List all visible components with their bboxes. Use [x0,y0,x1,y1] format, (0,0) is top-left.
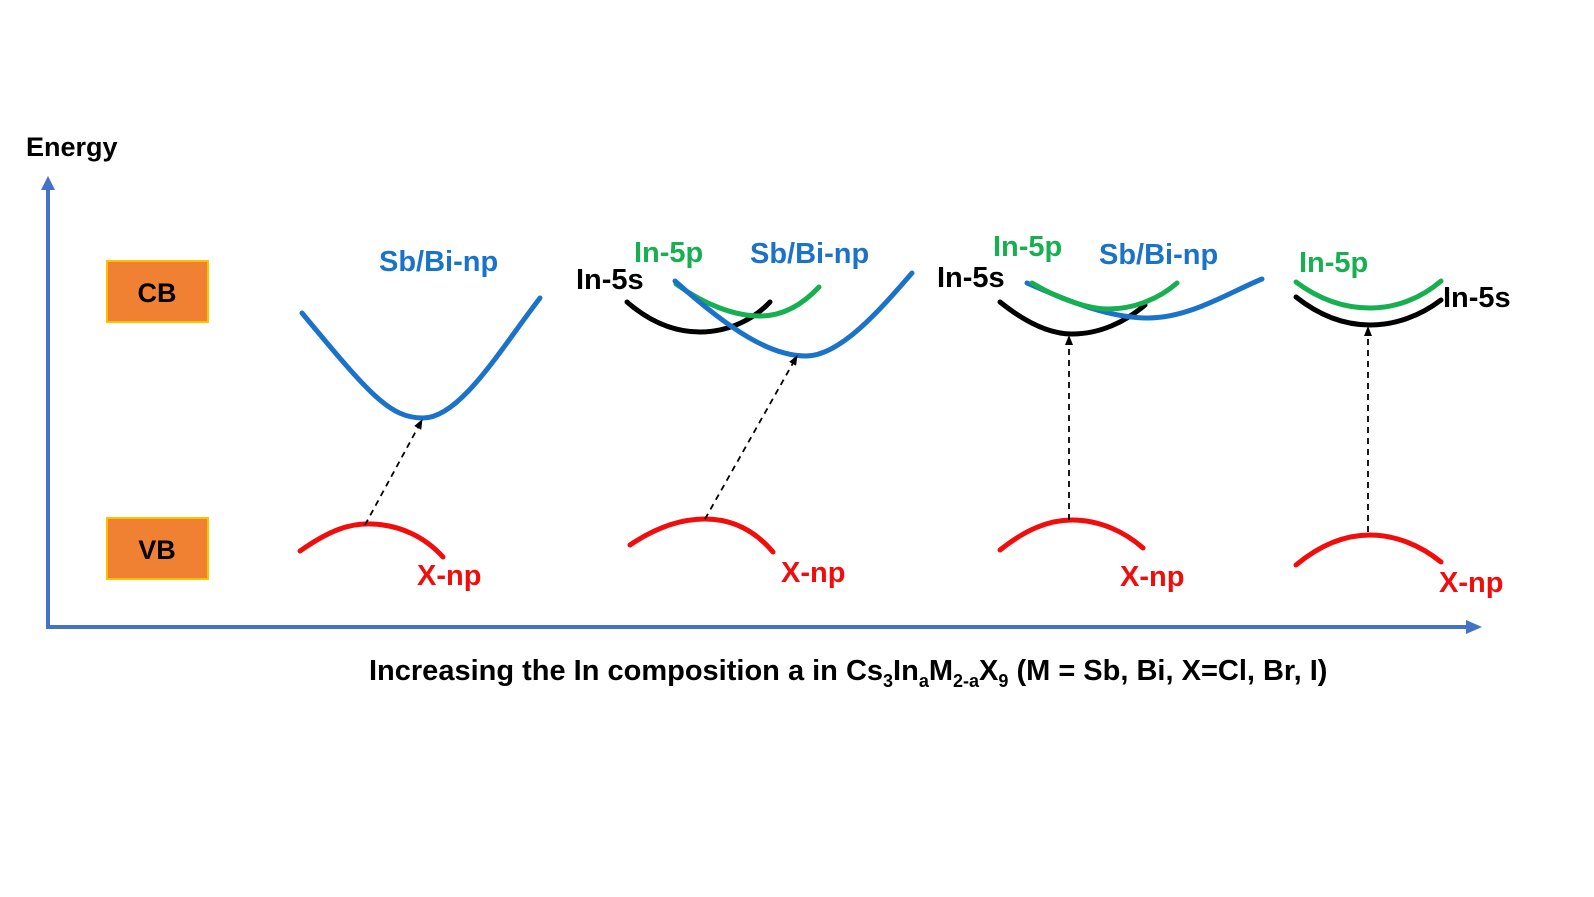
vb-label: VB [138,535,176,565]
in-5p-label: In-5p [993,231,1062,263]
x-np-band [627,516,776,555]
x-np-band [297,521,446,560]
x-label-lead: Increasing the In composition a in Cs [369,655,883,687]
x-label-sub1: 3 [883,671,893,691]
x-label-sub3: 2-a [953,671,980,691]
x-np-label: X-np [781,557,845,589]
energy-axis-label: Energy [26,132,118,162]
x-label-sub4: 9 [998,671,1008,691]
x-label-tail: (M = Sb, Bi, X=Cl, Br, I) [1008,655,1327,687]
in-5p-label: In-5p [634,237,703,269]
energy-axis-arrowhead [41,176,55,190]
x-np-label: X-np [1120,561,1184,593]
x-np-label: X-np [417,560,481,592]
x-label-mid1: In [893,655,919,687]
x-np-label: X-np [1439,567,1503,599]
x-label-mid3: X [979,655,999,687]
panel-1: Sb/Bi-np X-np [297,246,543,592]
sbbi-np-label: Sb/Bi-np [379,246,498,278]
panel-2: In-5s In-5p Sb/Bi-np X-np [576,237,915,589]
in-5p-band [1029,280,1180,312]
x-np-band [1293,532,1444,568]
in-5p-band [673,281,822,319]
panel-3: In-5s In-5p Sb/Bi-np X-np [937,231,1265,593]
x-label-mid2: M [929,655,953,687]
sbbi-np-band [299,295,543,421]
in-5p-label: In-5p [1299,247,1368,279]
vb-box [106,517,209,580]
transition-arrow [704,355,798,520]
in-5s-label: In-5s [576,264,644,296]
cb-box [106,260,209,323]
sbbi-np-band [672,270,915,359]
sbbi-np-label: Sb/Bi-np [750,238,869,270]
in-5s-label: In-5s [1443,282,1511,314]
cb-label: CB [138,278,177,308]
panel-4: In-5p In-5s X-np [1293,247,1511,599]
in-5p-band [1293,278,1444,311]
in-5s-label: In-5s [937,262,1005,294]
composition-axis-label: Increasing the In composition a in Cs3In… [369,655,1327,691]
transition-arrow [364,419,423,526]
composition-axis-arrowhead [1466,620,1482,634]
x-label-sub2: a [919,671,930,691]
in-5s-band [1293,294,1444,328]
sbbi-np-label: Sb/Bi-np [1099,239,1218,271]
x-np-band [997,517,1146,553]
